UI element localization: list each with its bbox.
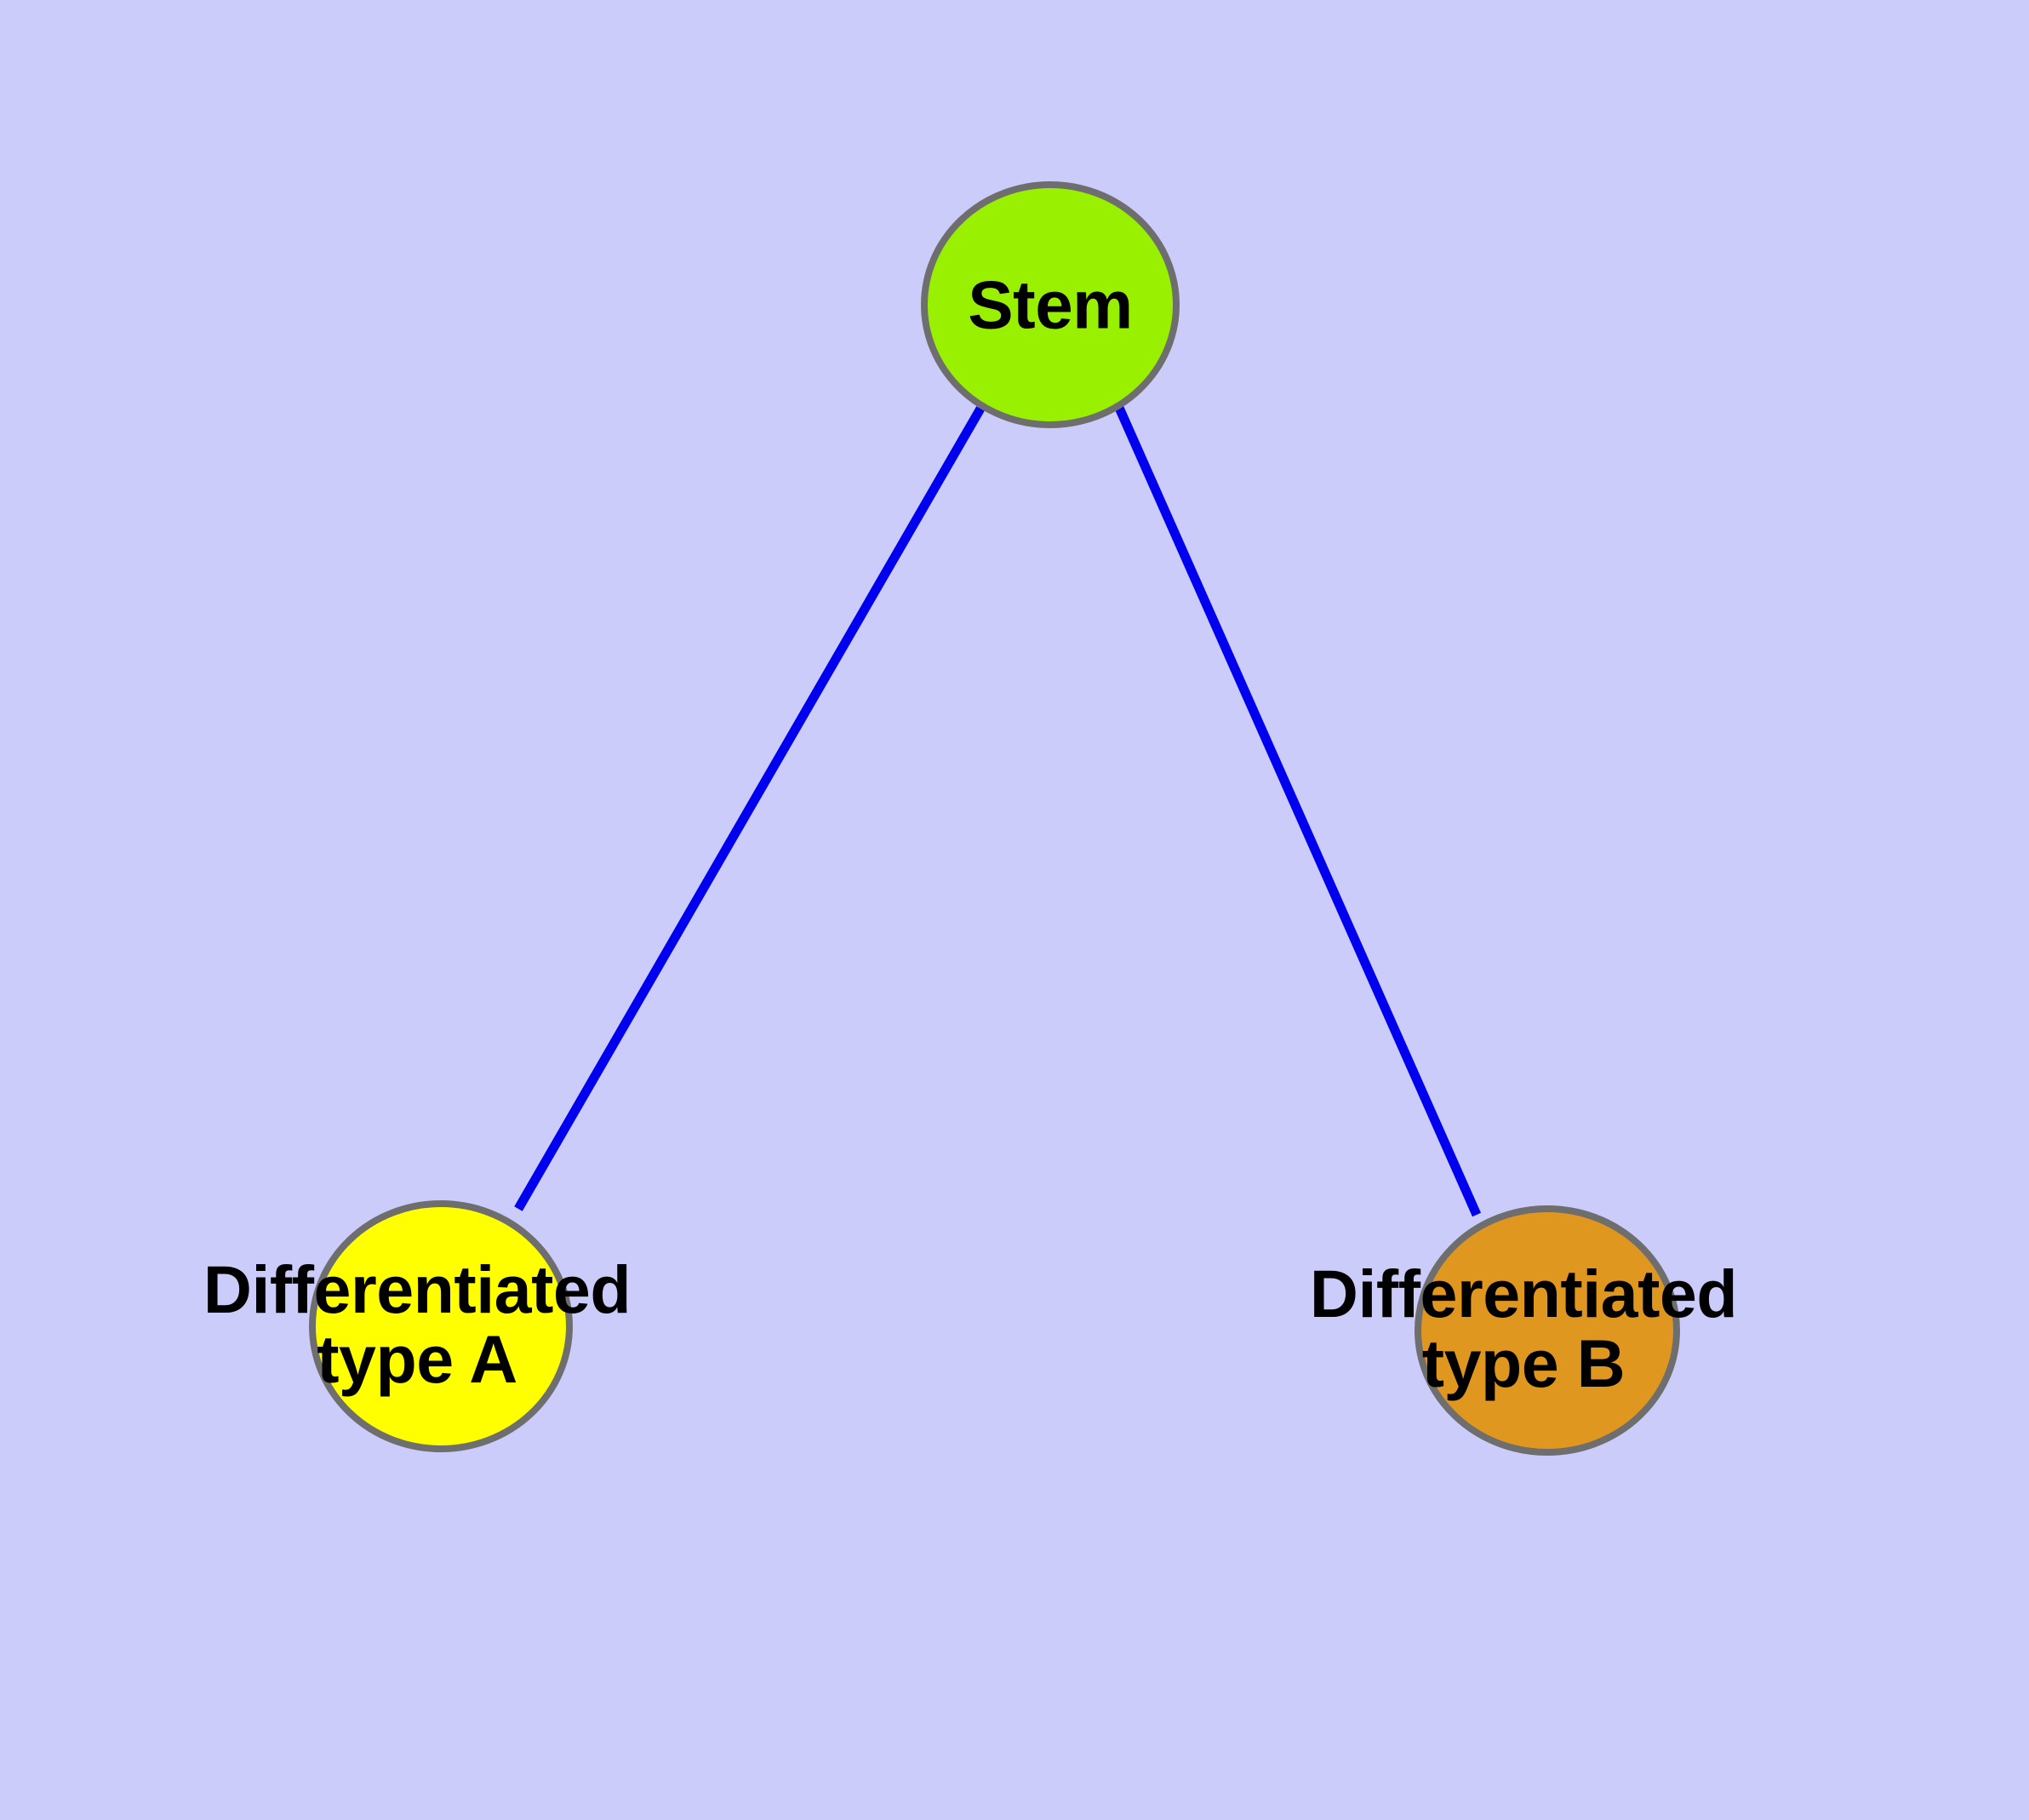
node-type-a[interactable] <box>309 1200 573 1452</box>
node-type-b[interactable] <box>1415 1205 1680 1456</box>
edge-layer <box>514 405 1482 1217</box>
node-stem[interactable] <box>921 181 1180 428</box>
edge-stem-to-type-b <box>1114 405 1482 1217</box>
edge-stem-to-type-a <box>514 406 985 1211</box>
node-layer <box>309 181 1680 1456</box>
